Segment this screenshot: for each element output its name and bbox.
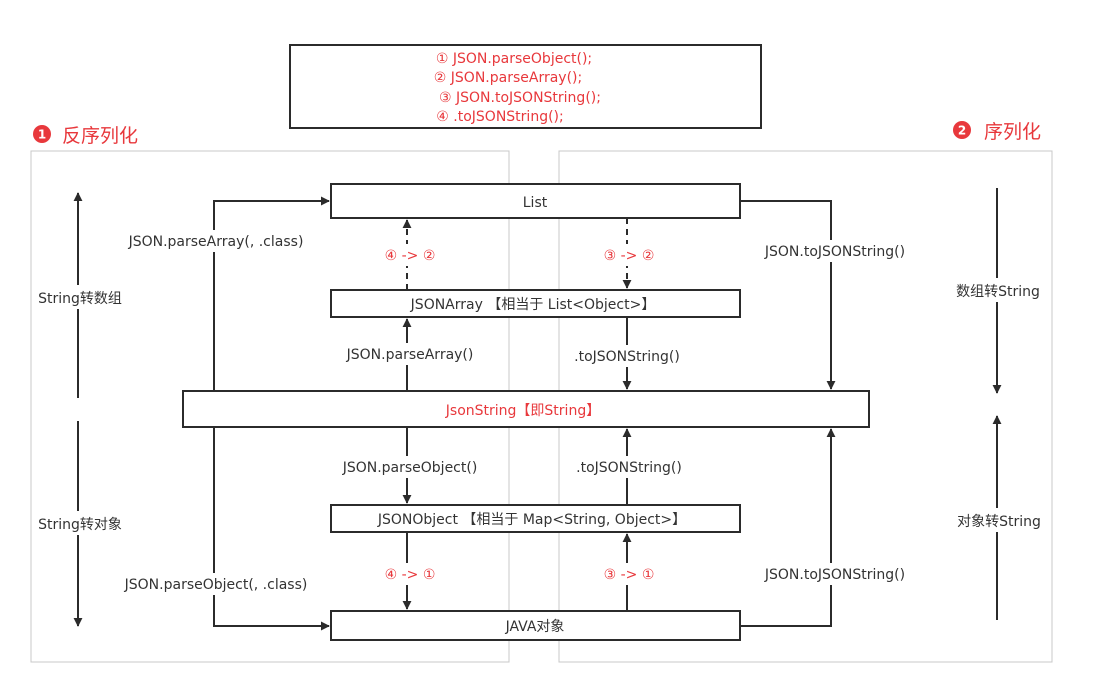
deserialization-badge-number: 1 bbox=[38, 128, 46, 142]
step-3-1-label: ③ -> ① bbox=[604, 567, 655, 583]
label-bg bbox=[596, 563, 662, 585]
label-bg bbox=[755, 563, 915, 585]
left-top-label-bg bbox=[33, 285, 128, 309]
deserialization-title: 反序列化 bbox=[62, 125, 138, 147]
legend-line-2: ② JSON.parseArray(); bbox=[434, 70, 582, 86]
label-bg bbox=[755, 240, 915, 262]
deserialization-badge bbox=[33, 125, 51, 143]
tojsonstring-array-label: .toJSONString() bbox=[574, 349, 680, 365]
label-bg bbox=[566, 345, 688, 367]
arrow-jsonstring-to-list bbox=[213, 196, 330, 391]
label-bg bbox=[340, 343, 482, 365]
legend-line-4: ④ .toJSONString(); bbox=[436, 109, 563, 125]
tojsonstring-object-label: .toJSONString() bbox=[576, 460, 682, 476]
tojsonstring-top-label: JSON.toJSONString() bbox=[764, 244, 905, 260]
parse-array-label: JSON.parseArray() bbox=[346, 347, 474, 363]
object-to-string-label: 对象转String bbox=[957, 514, 1041, 530]
step-4-1-label: ④ -> ① bbox=[385, 567, 436, 583]
java-object-node-label: JAVA对象 bbox=[505, 619, 565, 635]
step-4-2-label: ④ -> ② bbox=[385, 248, 436, 264]
legend-box bbox=[289, 44, 762, 129]
list-node-label: List bbox=[523, 195, 548, 211]
jsonobject-node-label: JSONObject 【相当于 Map<String, Object>】 bbox=[377, 512, 686, 528]
jsonarray-node bbox=[330, 289, 741, 318]
string-to-array-label: String转数组 bbox=[38, 291, 122, 307]
jsonstring-node-label: JsonString【即String】 bbox=[445, 403, 600, 419]
label-bg bbox=[568, 456, 690, 478]
java-object-node bbox=[330, 610, 741, 641]
parse-object-class-label: JSON.parseObject(, .class) bbox=[124, 577, 308, 593]
label-bg bbox=[376, 244, 442, 266]
serialization-badge bbox=[953, 121, 971, 139]
jsonobject-node bbox=[330, 504, 741, 533]
label-bg bbox=[376, 563, 442, 585]
jsonarray-node-label: JSONArray 【相当于 List<Object>】 bbox=[410, 297, 656, 313]
arrow-list-to-jsonstring bbox=[740, 200, 836, 390]
label-bg bbox=[334, 456, 486, 478]
array-to-string-label: 数组转String bbox=[956, 284, 1040, 300]
arrow-java-to-jsonstring bbox=[740, 428, 836, 627]
left-bottom-label-bg bbox=[33, 511, 128, 535]
serialization-badge-number: 2 bbox=[958, 124, 966, 138]
label-bg bbox=[596, 244, 662, 266]
label-bg bbox=[122, 230, 310, 252]
right-top-label-bg bbox=[950, 278, 1045, 302]
tojsonstring-bottom-label: JSON.toJSONString() bbox=[764, 567, 905, 583]
label-bg bbox=[117, 573, 315, 595]
right-bottom-label-bg bbox=[950, 508, 1045, 532]
step-3-2-label: ③ -> ② bbox=[604, 248, 655, 264]
string-to-object-label: String转对象 bbox=[38, 517, 122, 533]
parse-object-label: JSON.parseObject() bbox=[342, 460, 478, 476]
serialization-title: 序列化 bbox=[984, 121, 1041, 143]
arrow-jsonstring-to-java bbox=[213, 427, 330, 631]
legend-line-3: ③ JSON.toJSONString(); bbox=[439, 90, 601, 106]
legend-line-1: ① JSON.parseObject(); bbox=[436, 51, 592, 67]
parse-array-class-label: JSON.parseArray(, .class) bbox=[128, 234, 304, 250]
jsonstring-node bbox=[182, 390, 870, 428]
